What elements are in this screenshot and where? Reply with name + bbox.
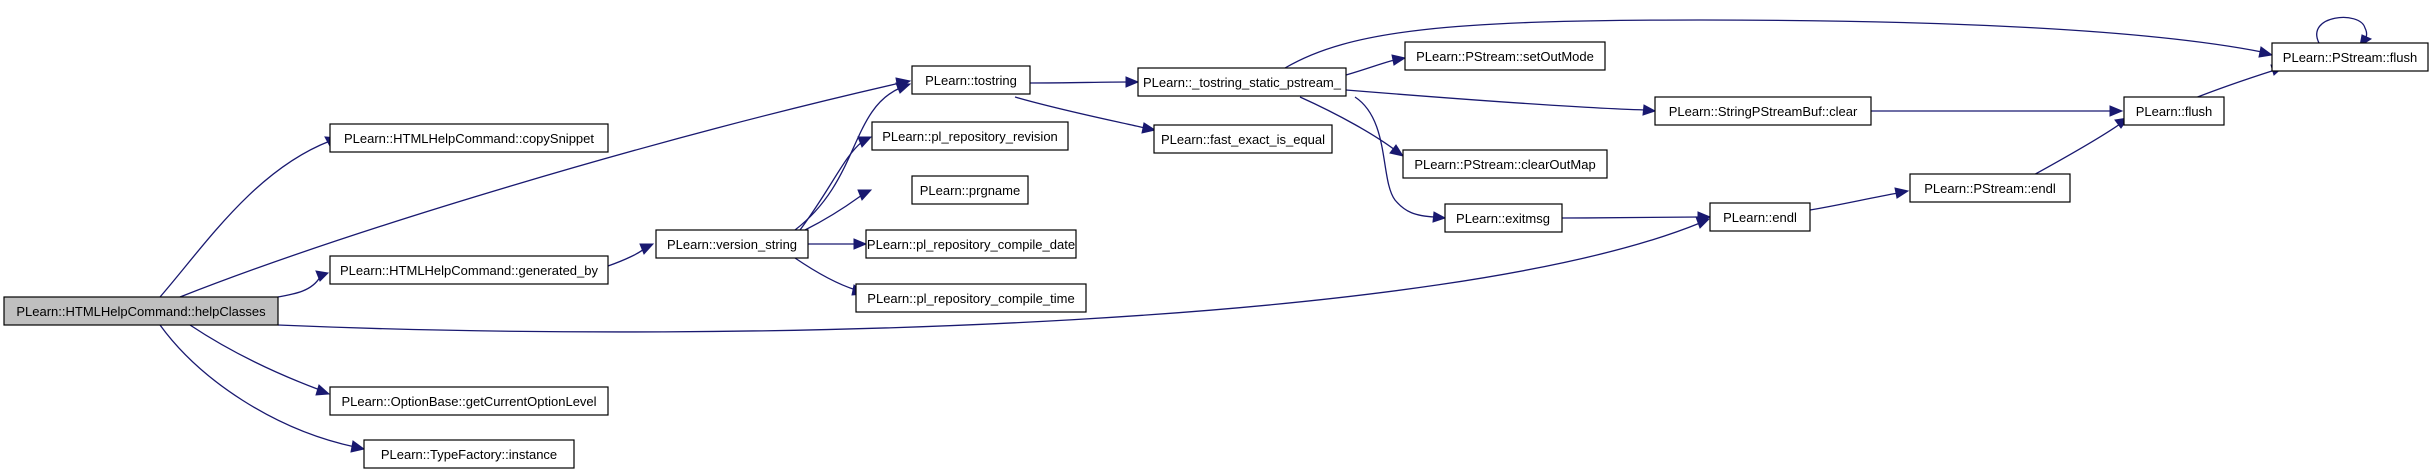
- node-label: PLearn::PStream::endl: [1924, 181, 2056, 196]
- node-label: PLearn::OptionBase::getCurrentOptionLeve…: [341, 394, 596, 409]
- node-label: PLearn::pl_repository_revision: [882, 129, 1058, 144]
- edge-exitmsg-to-endl: [1561, 211, 1712, 223]
- edge-tostring-to-tostring-static-pstream: [1029, 76, 1140, 88]
- edge-pstream-endl-to-flush: [2029, 117, 2130, 178]
- node-pl-repository-compile-time[interactable]: PLearn::pl_repository_compile_time: [855, 283, 1087, 313]
- node-label: PLearn::flush: [2136, 104, 2213, 119]
- node-prgname[interactable]: PLearn::prgname: [911, 175, 1029, 205]
- node-label: PLearn::PStream::flush: [2283, 50, 2417, 65]
- edge-version-string-to-prgname: [804, 189, 873, 231]
- edge-sbuf-clear-to-flush: [1871, 105, 2124, 117]
- edge-version-string-to-tostring: [794, 82, 912, 231]
- nodes-layer: PLearn::HTMLHelpCommand::helpClasses PLe…: [3, 41, 2429, 469]
- edge-tostring-static-pstream-to-clearoutmap: [1299, 96, 1405, 157]
- node-string-pstream-buf-clear[interactable]: PLearn::StringPStreamBuf::clear: [1654, 96, 1872, 126]
- node-label: PLearn::pl_repository_compile_date: [867, 237, 1075, 252]
- node-fast-exact-is-equal[interactable]: PLearn::fast_exact_is_equal: [1153, 124, 1333, 154]
- edge-helpclasses-to-getcurrentoptionlevel: [189, 324, 331, 396]
- node-label: PLearn::prgname: [920, 183, 1020, 198]
- node-endl[interactable]: PLearn::endl: [1709, 202, 1811, 232]
- edge-version-string-to-pl-repository-compile-date: [808, 238, 868, 250]
- node-label: PLearn::version_string: [667, 237, 797, 252]
- node-exitmsg[interactable]: PLearn::exitmsg: [1444, 203, 1563, 233]
- edge-helpclasses-to-generated-by: [277, 270, 330, 298]
- node-label: PLearn::exitmsg: [1456, 211, 1550, 226]
- node-pstream-clear-out-map[interactable]: PLearn::PStream::clearOutMap: [1402, 149, 1608, 179]
- node-label: PLearn::StringPStreamBuf::clear: [1669, 104, 1858, 119]
- node-label: PLearn::PStream::setOutMode: [1416, 49, 1594, 64]
- node-get-current-option-level[interactable]: PLearn::OptionBase::getCurrentOptionLeve…: [329, 386, 609, 416]
- node-label: PLearn::_tostring_static_pstream_: [1143, 75, 1342, 90]
- node-label: PLearn::fast_exact_is_equal: [1161, 132, 1325, 147]
- edge-flush-to-pstream-flush: [2189, 64, 2286, 101]
- node-label: PLearn::pl_repository_compile_time: [867, 291, 1074, 306]
- node-label: PLearn::endl: [1723, 210, 1797, 225]
- node-help-classes[interactable]: PLearn::HTMLHelpCommand::helpClasses: [3, 296, 279, 326]
- node-label: PLearn::HTMLHelpCommand::helpClasses: [16, 304, 266, 319]
- node-type-factory-instance[interactable]: PLearn::TypeFactory::instance: [363, 439, 575, 469]
- edge-tostring-static-pstream-to-exitmsg: [1354, 96, 1447, 223]
- edge-helpclasses-to-copysnippet: [159, 136, 339, 298]
- edge-endl-to-pstream-endl: [1809, 187, 1910, 211]
- edges-layer: [159, 16, 2373, 453]
- edge-tostring-static-pstream-to-pstream-flush: [1284, 19, 2274, 69]
- edge-version-string-to-pl-repository-revision: [799, 136, 873, 231]
- edge-helpclasses-to-instance: [159, 324, 366, 453]
- node-tostring-static-pstream[interactable]: PLearn::_tostring_static_pstream_: [1137, 67, 1347, 97]
- node-flush[interactable]: PLearn::flush: [2123, 96, 2225, 126]
- node-label: PLearn::HTMLHelpCommand::copySnippet: [344, 131, 594, 146]
- edge-tostring-to-fast-exact-is-equal: [1014, 96, 1157, 134]
- node-pl-repository-compile-date[interactable]: PLearn::pl_repository_compile_date: [865, 229, 1077, 259]
- edge-tostring-static-pstream-to-setoutmode: [1345, 54, 1407, 76]
- edge-generated-by-to-version-string: [607, 243, 655, 267]
- node-generated-by[interactable]: PLearn::HTMLHelpCommand::generated_by: [329, 255, 609, 285]
- node-version-string[interactable]: PLearn::version_string: [655, 229, 809, 259]
- node-label: PLearn::tostring: [925, 73, 1017, 88]
- node-pstream-set-out-mode[interactable]: PLearn::PStream::setOutMode: [1404, 41, 1606, 71]
- node-label: PLearn::PStream::clearOutMap: [1414, 157, 1595, 172]
- node-pstream-flush[interactable]: PLearn::PStream::flush: [2271, 42, 2429, 72]
- node-label: PLearn::TypeFactory::instance: [381, 447, 557, 462]
- node-pl-repository-revision[interactable]: PLearn::pl_repository_revision: [871, 121, 1069, 151]
- node-label: PLearn::HTMLHelpCommand::generated_by: [340, 263, 598, 278]
- edge-version-string-to-pl-repository-compile-time: [794, 257, 867, 296]
- node-copy-snippet[interactable]: PLearn::HTMLHelpCommand::copySnippet: [329, 123, 609, 153]
- edge-pstream-flush-to-pstream-flush: [2316, 16, 2373, 48]
- node-pstream-endl[interactable]: PLearn::PStream::endl: [1909, 173, 2071, 203]
- edge-tostring-static-pstream-to-sbuf-clear: [1345, 89, 1657, 116]
- node-tostring[interactable]: PLearn::tostring: [911, 65, 1031, 95]
